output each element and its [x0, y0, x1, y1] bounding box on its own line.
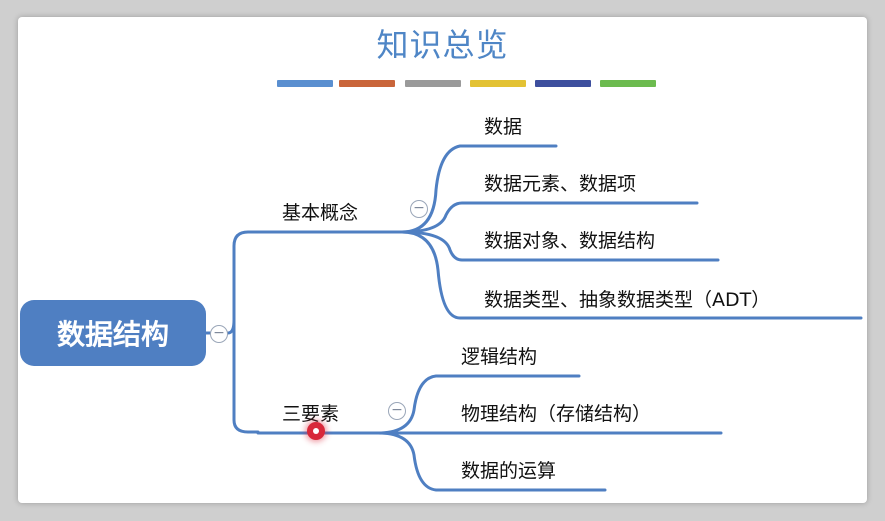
color-bar-1: [277, 80, 333, 87]
slide-title: 知识总览: [376, 26, 509, 64]
leaf-data-object[interactable]: 数据对象、数据结构: [484, 230, 656, 252]
collapse-icon-branch1[interactable]: −: [410, 200, 428, 218]
branch-three-elements[interactable]: 三要素: [282, 403, 340, 425]
root-node[interactable]: 数据结构: [20, 300, 206, 366]
branch-basic-concepts[interactable]: 基本概念: [282, 202, 359, 224]
connector-b1-c3: [400, 230, 720, 262]
connector-root-branch1: [204, 230, 260, 335]
leaf-data-operations[interactable]: 数据的运算: [461, 460, 557, 482]
leaf-physical-structure[interactable]: 物理结构（存储结构）: [461, 403, 652, 425]
connector-b1-c1: [400, 144, 558, 234]
leaf-data[interactable]: 数据: [484, 116, 523, 138]
connector-b1-c4: [400, 230, 863, 320]
color-bar-4: [470, 80, 526, 87]
connector-b2-c1: [376, 374, 581, 435]
connector-b2-c3: [376, 431, 607, 492]
color-bar-2: [339, 80, 395, 87]
color-bar-5: [535, 80, 591, 87]
color-bar-6: [600, 80, 656, 87]
connector-root-branch2: [232, 318, 260, 434]
leaf-logical-structure[interactable]: 逻辑结构: [461, 346, 538, 368]
slide: [18, 17, 867, 503]
root-node-label: 数据结构: [56, 318, 169, 351]
leaf-data-element[interactable]: 数据元素、数据项: [484, 173, 637, 195]
connector-b1-c2: [400, 201, 699, 234]
leaf-data-type[interactable]: 数据类型、抽象数据类型（ADT）: [484, 289, 771, 311]
collapse-icon-root[interactable]: −: [210, 325, 228, 343]
collapse-icon-branch2[interactable]: −: [388, 402, 406, 420]
color-bar-3: [405, 80, 461, 87]
pointer-cursor-icon: [307, 422, 325, 440]
